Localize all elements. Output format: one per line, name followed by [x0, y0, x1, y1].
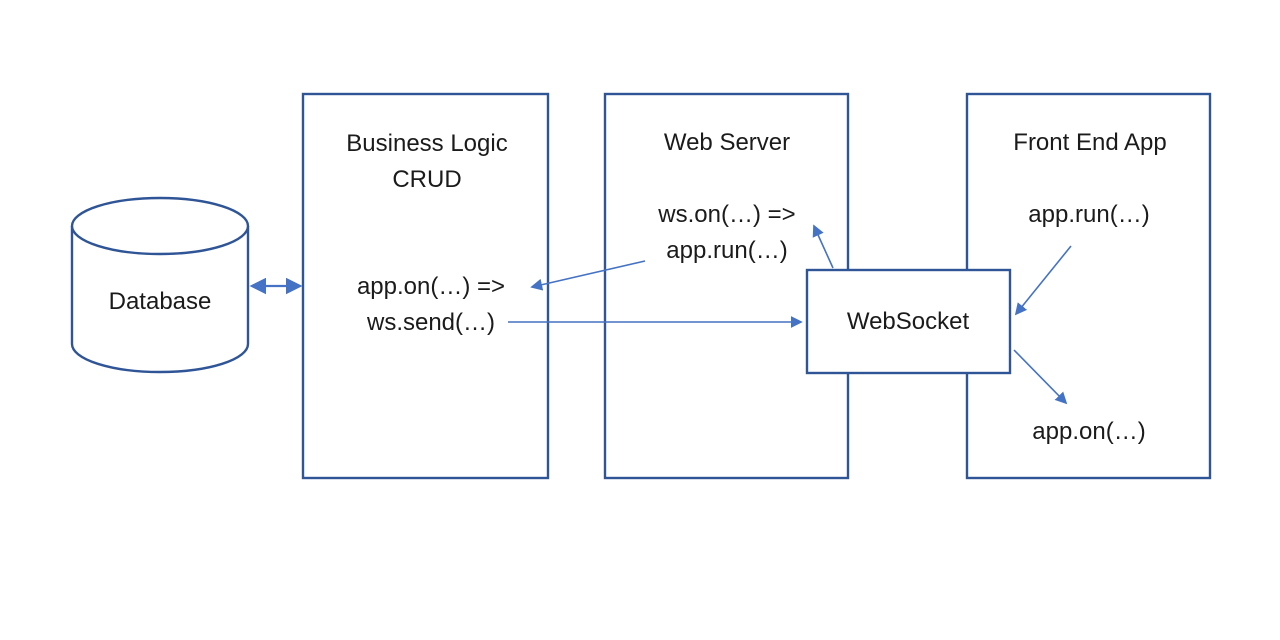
- arrow-websocket-to-appon: [1013, 349, 1068, 405]
- front-end-code-top: app.run(…): [1028, 201, 1150, 228]
- database-label: Database: [108, 288, 212, 315]
- websocket-label: WebSocket: [846, 308, 970, 335]
- arrow-apprun-to-websocket: [1014, 245, 1072, 316]
- database-cylinder: [70, 196, 250, 374]
- websocket-box: [805, 268, 1012, 375]
- business-logic-code-line2: ws.send(…): [366, 309, 496, 336]
- web-server-code: ws.on(…) => app.run(…): [658, 197, 795, 269]
- front-end-app-title: Front End App: [1013, 129, 1167, 156]
- arrow-websocket-to-wson: [812, 224, 834, 269]
- arrow-apprun-to-appon: [530, 260, 646, 291]
- business-logic-code: app.on(…) => ws.send(…): [357, 269, 505, 341]
- web-server-code-line1: ws.on(…) =>: [658, 201, 796, 228]
- business-logic-code-line1: app.on(…) =>: [356, 273, 506, 300]
- business-logic-title-line2: CRUD: [392, 166, 462, 193]
- web-server-title: Web Server: [663, 129, 791, 156]
- business-logic-box: [301, 92, 550, 480]
- web-server-code-line2: app.run(…): [666, 237, 788, 264]
- business-logic-title: Business Logic CRUD: [346, 126, 507, 198]
- business-logic-title-line1: Business Logic: [346, 130, 508, 157]
- front-end-code-bottom: app.on(…): [1032, 418, 1146, 445]
